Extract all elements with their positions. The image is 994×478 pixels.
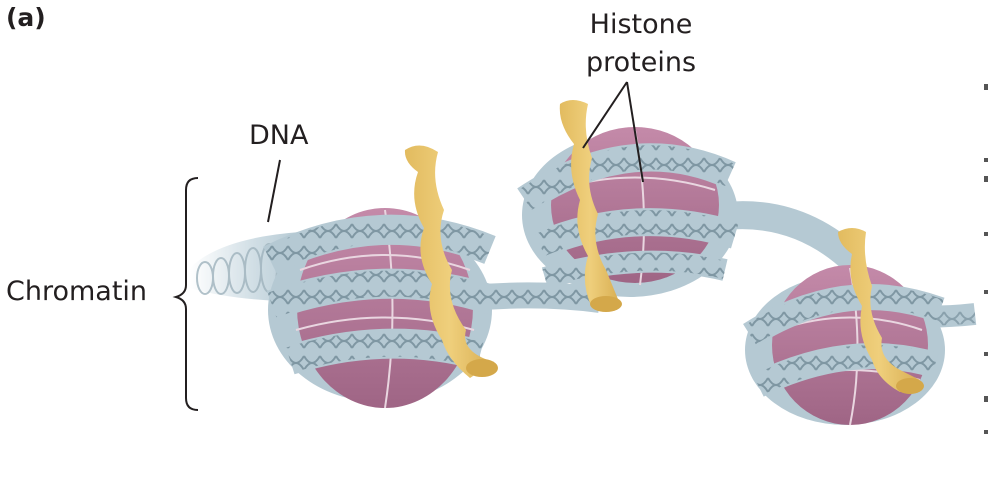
dna-leader-line: [267, 159, 281, 223]
panel-label: (a): [6, 3, 46, 32]
nucleosome-3: [743, 265, 945, 426]
cropped-edge-marks: [984, 84, 988, 434]
histone-leader-line-1: [582, 81, 628, 149]
linker-histone-2: [559, 100, 622, 312]
nucleosome-2: [517, 127, 740, 297]
histone-proteins-label: Histone proteins: [586, 6, 696, 82]
linker-histone-3: [838, 228, 924, 394]
leader-lines: [267, 81, 644, 223]
histone-label-line-1: Histone: [589, 9, 693, 40]
histone-leader-line-2: [626, 81, 644, 183]
linker-histone-1: [404, 145, 498, 378]
nucleosome-1: [263, 208, 497, 409]
dna-label: DNA: [249, 120, 309, 151]
chromatin-label: Chromatin: [6, 276, 148, 307]
histone-label-line-2: proteins: [586, 47, 697, 78]
chromatin-bracket: [172, 177, 199, 411]
